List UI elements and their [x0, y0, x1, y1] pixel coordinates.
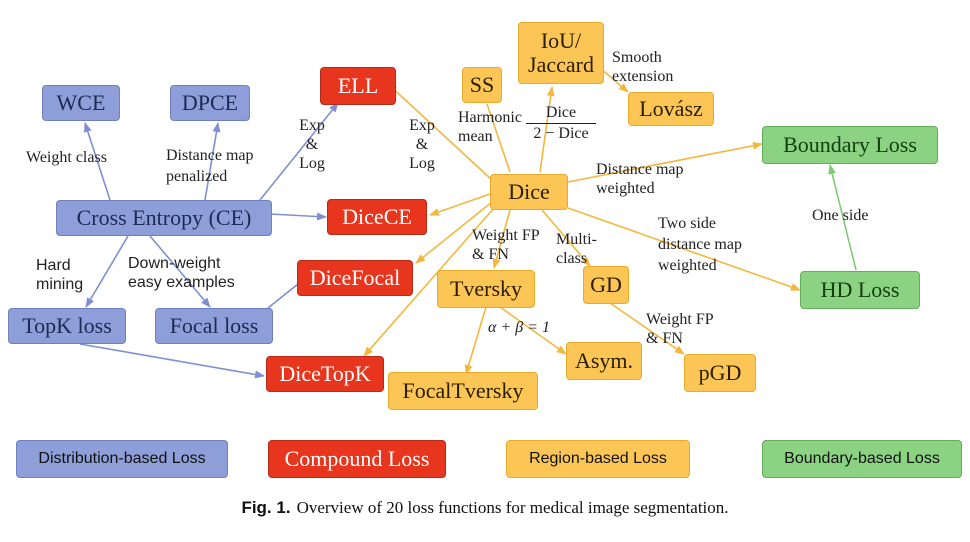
- edge-gd-pgd: [609, 302, 685, 355]
- edge-dice-tversky: [492, 209, 511, 269]
- edge-tversky-asym: [499, 306, 567, 355]
- label-smooth-extension: Smooth extension: [612, 49, 674, 86]
- dice-fraction-bar: [526, 123, 596, 124]
- label-distance-map-weighted: Distance map weighted: [596, 161, 684, 198]
- edge-tversky-focaltversky: [464, 306, 487, 375]
- caption-label: Fig. 1.: [241, 498, 291, 517]
- edge-dice-dicece: [429, 193, 491, 216]
- edge-topk-dicetopk: [79, 343, 265, 379]
- node-hd-loss: HD Loss: [800, 271, 920, 309]
- label-alpha-beta: α + β = 1: [488, 319, 550, 336]
- label-exp-log-right: Exp & Log: [409, 117, 435, 173]
- figure-caption: Fig. 1. Overview of 20 loss functions for…: [0, 498, 970, 518]
- edge-ce-focal: [149, 235, 211, 308]
- edge-dice-ss: [486, 103, 511, 173]
- edge-hd-boundary: [828, 164, 857, 271]
- edge-ce-wce: [83, 122, 111, 201]
- label-distance-map-penalized: Distance map penalized: [166, 147, 254, 185]
- label-two-side: Two side distance map weighted: [658, 215, 742, 274]
- edge-dice-iou: [539, 86, 555, 173]
- label-down-weight: Down-weight easy examples: [128, 255, 235, 292]
- edge-dice-ell: [387, 83, 493, 181]
- node-boundary-loss: Boundary Loss: [762, 126, 938, 164]
- dice-fraction-numerator: Dice: [545, 104, 577, 121]
- node-iou-jaccard-label: IoU/ Jaccard: [528, 27, 594, 77]
- edge-ce-ell: [259, 102, 339, 201]
- node-lovasz: Lovász: [628, 92, 714, 126]
- label-weight-fp-fn-gd: Weight FP & FN: [646, 311, 714, 348]
- node-dicetopk: DiceTopK: [266, 356, 384, 392]
- dice-fraction-denominator: 2 − Dice: [533, 125, 589, 142]
- label-weight-fp-fn-tversky: Weight FP & FN: [472, 227, 540, 264]
- legend-distribution: Distribution-based Loss: [16, 440, 228, 478]
- edge-dice-boundary: [567, 141, 763, 183]
- edge-iou-lovasz: [599, 67, 629, 93]
- node-gd: GD: [583, 266, 629, 304]
- legend-compound: Compound Loss: [268, 440, 446, 478]
- node-tversky: Tversky: [437, 270, 535, 308]
- label-multi-class: Multi- class: [556, 231, 597, 268]
- node-pgd: pGD: [684, 354, 756, 392]
- node-dice: Dice: [490, 174, 568, 210]
- label-hard-mining: Hard mining: [36, 257, 84, 294]
- label-exp-log-left: Exp & Log: [299, 117, 325, 173]
- edge-dice-hd: [567, 207, 801, 291]
- node-cross-entropy: Cross Entropy (CE): [56, 200, 272, 236]
- edge-ce-dicece: [269, 212, 327, 221]
- node-dpce: DPCE: [170, 85, 250, 121]
- node-wce: WCE: [42, 85, 120, 121]
- legend-boundary: Boundary-based Loss: [762, 440, 962, 478]
- label-one-side: One side: [812, 207, 869, 224]
- edge-ce-topk: [85, 235, 129, 308]
- node-dicece: DiceCE: [327, 199, 427, 235]
- node-focal-loss: Focal loss: [155, 308, 273, 344]
- node-ell: ELL: [320, 67, 396, 105]
- label-weight-class: Weight class: [26, 149, 107, 166]
- edge-dice-dicetopk: [363, 207, 495, 357]
- node-iou-jaccard: IoU/ Jaccard: [518, 22, 604, 84]
- legend-region: Region-based Loss: [506, 440, 690, 478]
- caption-text: Overview of 20 loss functions for medica…: [296, 498, 729, 517]
- node-ss: SS: [462, 67, 502, 103]
- node-topk-loss: TopK loss: [8, 308, 126, 344]
- edge-focal-dicefocal: [267, 283, 299, 309]
- edge-dice-dicefocal: [415, 201, 493, 264]
- edge-ce-dpce: [204, 122, 221, 201]
- label-harmonic-mean: Harmonic mean: [458, 109, 522, 146]
- node-dicefocal: DiceFocal: [297, 260, 413, 296]
- edge-dice-gd: [541, 209, 591, 267]
- label-dice-fraction: Dice 2 − Dice: [526, 104, 596, 143]
- node-asym: Asym.: [566, 342, 642, 380]
- node-focaltversky: FocalTversky: [388, 372, 538, 410]
